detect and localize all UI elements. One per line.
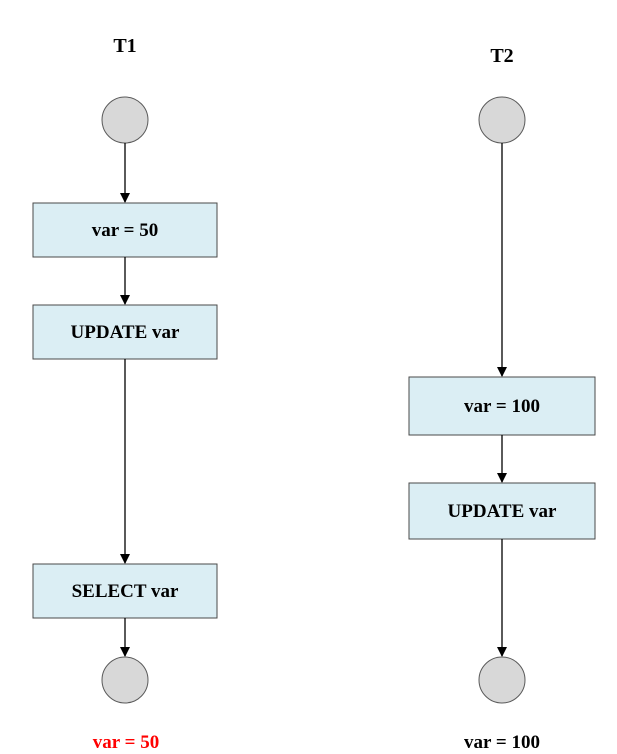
t2-step-update: UPDATE var xyxy=(408,482,596,540)
t1-step-select-label: SELECT var xyxy=(72,581,179,602)
column-t2: T2 var = 100 UPDATE var var = 100 xyxy=(408,45,596,753)
t1-end-node xyxy=(101,656,149,704)
t2-start-node xyxy=(478,96,526,144)
t1-result-label: var = 50 xyxy=(93,732,159,753)
t1-start-node xyxy=(101,96,149,144)
t1-title: T1 xyxy=(113,35,136,57)
t2-end-node xyxy=(478,656,526,704)
t1-step-update: UPDATE var xyxy=(32,304,218,360)
t1-step-assign-label: var = 50 xyxy=(92,220,158,241)
column-t1: T1 var = 50 UPDATE var SELECT var var = … xyxy=(32,35,218,753)
t2-title: T2 xyxy=(490,45,513,67)
t1-step-select: SELECT var xyxy=(32,563,218,619)
t1-step-update-label: UPDATE var xyxy=(71,322,180,343)
t2-step-assign: var = 100 xyxy=(408,376,596,436)
t2-result-label: var = 100 xyxy=(464,732,540,753)
t1-step-assign: var = 50 xyxy=(32,202,218,258)
t2-step-update-label: UPDATE var xyxy=(448,501,557,522)
t2-step-assign-label: var = 100 xyxy=(464,396,540,417)
